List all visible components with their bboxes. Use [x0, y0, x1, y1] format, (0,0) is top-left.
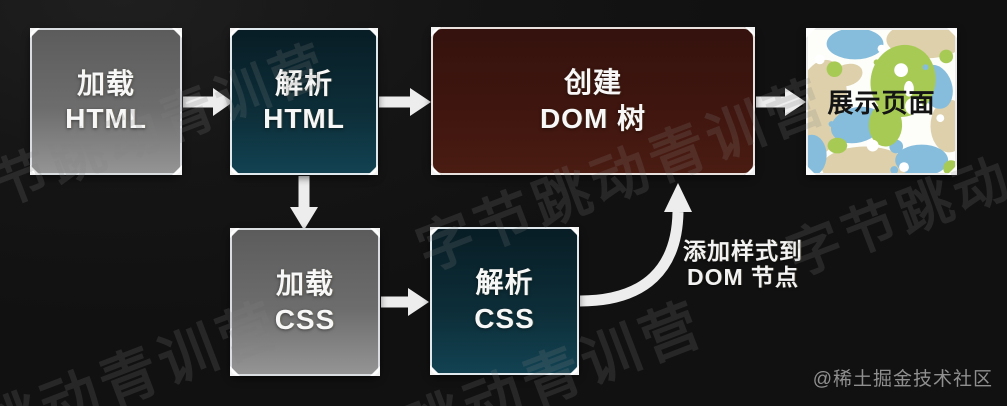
node-label-line: 加载 — [76, 67, 135, 99]
page-preview-pattern — [808, 30, 955, 173]
corner-accent — [431, 165, 441, 175]
node-label-line: CSS — [274, 303, 336, 335]
corner-accent — [745, 165, 755, 175]
arrow-parse-html-to-create-dom — [379, 88, 431, 116]
arrow-create-dom-to-display-page — [756, 88, 806, 116]
corner-accent — [368, 28, 378, 38]
corner-accent — [806, 165, 816, 175]
node-create-dom: 创建 DOM 树 — [431, 27, 755, 175]
corner-accent — [947, 165, 957, 175]
corner-accent — [569, 227, 579, 237]
edge-label-line: DOM 节点 — [686, 264, 800, 290]
corner-accent — [806, 28, 816, 38]
corner-accent — [230, 228, 240, 238]
corner-accent — [745, 27, 755, 37]
node-label-line: 创建 — [563, 67, 622, 99]
corner-accent — [30, 28, 40, 38]
node-label: 解析 CSS — [432, 229, 577, 373]
arrow-load-css-to-parse-css — [381, 288, 429, 316]
corner-accent — [430, 365, 440, 375]
node-parse-html: 解析 HTML — [230, 28, 378, 175]
corner-accent — [370, 366, 380, 376]
node-label-line: 加载 — [275, 268, 334, 300]
node-label-line: 解析 — [475, 267, 534, 299]
corner-accent — [172, 28, 182, 38]
node-label-line: CSS — [474, 302, 535, 334]
node-label: 创建 DOM 树 — [433, 29, 753, 173]
edge-label-line: 添加样式到 — [683, 238, 803, 264]
node-load-css: 加载 CSS — [230, 228, 380, 376]
corner-accent — [569, 365, 579, 375]
corner-accent — [430, 227, 440, 237]
node-label-line: HTML — [263, 103, 345, 134]
corner-accent — [431, 27, 441, 37]
node-label: 展示页面 — [808, 30, 955, 173]
node-label: 解析 HTML — [232, 30, 376, 173]
node-label: 加载 CSS — [232, 230, 378, 374]
corner-accent — [30, 165, 40, 175]
corner-accent — [230, 366, 240, 376]
corner-accent — [368, 165, 378, 175]
edge-label-add-styles: 添加样式到 DOM 节点 — [652, 238, 834, 290]
node-label: 加载 HTML — [32, 30, 180, 173]
corner-accent — [172, 165, 182, 175]
node-label-line: 展示页面 — [827, 88, 936, 118]
node-label-line: HTML — [65, 103, 147, 134]
node-display-page: 展示页面 — [806, 28, 957, 175]
node-label-line: DOM 树 — [539, 102, 647, 134]
node-label-line: 解析 — [274, 67, 333, 99]
arrow-parse-html-to-load-css — [290, 176, 318, 230]
corner-accent — [947, 28, 957, 38]
credit-watermark: @稀土掘金技术社区 — [812, 369, 993, 390]
node-load-html: 加载 HTML — [30, 28, 182, 175]
arrow-load-html-to-parse-html — [183, 88, 233, 116]
node-parse-css: 解析 CSS — [430, 227, 579, 375]
corner-accent — [370, 228, 380, 238]
corner-accent — [230, 28, 240, 38]
corner-accent — [230, 165, 240, 175]
